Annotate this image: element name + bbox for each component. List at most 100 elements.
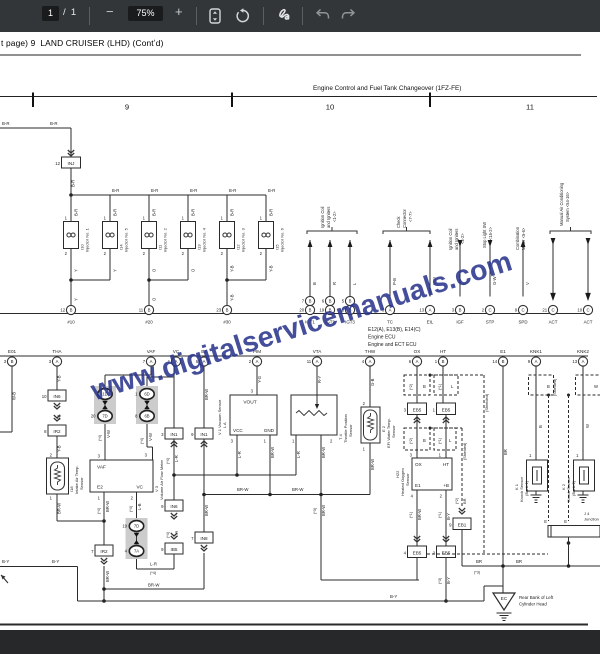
svg-text:STP: STP bbox=[486, 320, 495, 325]
svg-text:21: 21 bbox=[542, 308, 547, 313]
svg-text:R-Y: R-Y bbox=[317, 376, 322, 383]
svg-text:23: 23 bbox=[216, 308, 221, 313]
svg-text:B-R: B-R bbox=[151, 188, 158, 193]
svg-text:1: 1 bbox=[50, 496, 53, 501]
svg-text:Injector No. 5: Injector No. 5 bbox=[124, 227, 129, 252]
svg-text:B: B bbox=[309, 308, 312, 313]
svg-text:Junction: Junction bbox=[584, 517, 599, 522]
svg-text:1: 1 bbox=[182, 216, 185, 221]
svg-text:ACT: ACT bbox=[584, 320, 593, 325]
svg-text:(*1): (*1) bbox=[438, 437, 442, 444]
svg-text:IR2: IR2 bbox=[100, 549, 108, 554]
svg-text:IN1: IN1 bbox=[170, 432, 178, 437]
svg-text:BR-W: BR-W bbox=[321, 447, 326, 458]
svg-text:Manual Air Conditioning: Manual Air Conditioning bbox=[559, 182, 564, 226]
svg-text:IN1: IN1 bbox=[200, 432, 208, 437]
svg-text:Injector No. 1: Injector No. 1 bbox=[85, 227, 90, 252]
svg-text:10: 10 bbox=[326, 103, 334, 112]
svg-text:9: 9 bbox=[528, 359, 531, 364]
svg-text:9: 9 bbox=[515, 308, 518, 313]
svg-text:E2: E2 bbox=[97, 485, 103, 491]
svg-text:(*4): (*4) bbox=[166, 457, 170, 464]
svg-text:3: 3 bbox=[452, 308, 455, 313]
svg-text:A: A bbox=[203, 359, 206, 364]
svg-text:(*2): (*2) bbox=[409, 383, 413, 390]
svg-text:BR-W: BR-W bbox=[204, 505, 209, 516]
svg-text:2: 2 bbox=[182, 251, 185, 256]
svg-text:(Shielded): (Shielded) bbox=[463, 442, 467, 460]
svg-text:(Bank 2): (Bank 2) bbox=[571, 480, 576, 496]
svg-text:6: 6 bbox=[322, 299, 325, 304]
svg-text:L: L bbox=[451, 384, 454, 389]
svg-text:VAF: VAF bbox=[97, 465, 106, 471]
svg-text:1: 1 bbox=[65, 216, 68, 221]
svg-text:BR: BR bbox=[462, 498, 467, 504]
svg-text:A: A bbox=[429, 308, 432, 313]
svg-text:I14: I14 bbox=[119, 244, 124, 250]
svg-text:I15: I15 bbox=[275, 244, 280, 250]
svg-text:1: 1 bbox=[135, 392, 138, 397]
svg-text:OX: OX bbox=[415, 462, 422, 467]
svg-text:Check: Check bbox=[396, 215, 401, 228]
svg-text:C: C bbox=[521, 308, 524, 313]
svg-text:2: 2 bbox=[104, 251, 107, 256]
svg-text:and Igniters: and Igniters bbox=[326, 207, 331, 228]
svg-text:#20: #20 bbox=[145, 320, 153, 325]
svg-text:B-R: B-R bbox=[269, 209, 274, 216]
svg-text:1: 1 bbox=[435, 359, 438, 364]
svg-text:BR: BR bbox=[503, 449, 508, 455]
svg-text:IN8: IN8 bbox=[200, 536, 208, 541]
svg-text:E: E bbox=[564, 519, 567, 524]
svg-text:3: 3 bbox=[49, 359, 52, 364]
svg-text:W-B: W-B bbox=[12, 392, 17, 400]
svg-text:VTA: VTA bbox=[313, 349, 323, 354]
svg-text:Y-B: Y-B bbox=[269, 265, 274, 272]
svg-text:Injector No. 2: Injector No. 2 bbox=[163, 227, 168, 252]
svg-text:(*3): (*3) bbox=[313, 507, 317, 514]
svg-text:1: 1 bbox=[576, 453, 579, 458]
svg-text:B-Y: B-Y bbox=[52, 559, 59, 564]
svg-text:G-B: G-B bbox=[370, 378, 375, 386]
svg-text:Engine Control and Fuel Tank C: Engine Control and Fuel Tank Changeover … bbox=[313, 85, 461, 92]
svg-text:Meter <5-6>: Meter <5-6> bbox=[521, 227, 526, 250]
svg-text:V-W: V-W bbox=[432, 277, 437, 285]
svg-text:3: 3 bbox=[161, 432, 164, 437]
svg-text:A: A bbox=[389, 308, 392, 313]
svg-text:BR-W: BR-W bbox=[370, 459, 375, 470]
svg-text:1: 1 bbox=[143, 216, 146, 221]
svg-text:B-R: B-R bbox=[229, 188, 236, 193]
svg-text:BR-W: BR-W bbox=[270, 447, 275, 458]
svg-text:B-Y: B-Y bbox=[446, 513, 451, 520]
svg-text:BR-W: BR-W bbox=[105, 571, 110, 582]
svg-text:J 4: J 4 bbox=[584, 511, 590, 516]
svg-text:3: 3 bbox=[145, 453, 148, 458]
svg-text:VOUT: VOUT bbox=[243, 400, 256, 406]
svg-text:Injector No. 4: Injector No. 4 bbox=[202, 227, 207, 252]
svg-text:B-R: B-R bbox=[113, 209, 118, 216]
svg-text:BR-W: BR-W bbox=[321, 505, 326, 516]
svg-text:2: 2 bbox=[143, 251, 146, 256]
svg-text:K 2: K 2 bbox=[561, 483, 566, 490]
svg-text:7: 7 bbox=[302, 299, 305, 304]
svg-text:9: 9 bbox=[449, 523, 452, 528]
svg-text:10: 10 bbox=[42, 394, 47, 399]
svg-text:1: 1 bbox=[292, 439, 295, 444]
svg-text:3: 3 bbox=[231, 439, 234, 444]
svg-text:B: B bbox=[309, 299, 312, 304]
svg-text:1: 1 bbox=[98, 496, 101, 501]
svg-text:E2: E2 bbox=[201, 349, 207, 354]
svg-text:A: A bbox=[535, 359, 538, 364]
svg-text:EIL: EIL bbox=[427, 320, 434, 325]
svg-text:INJ: INJ bbox=[68, 161, 75, 166]
svg-text:(*3): (*3) bbox=[438, 577, 442, 584]
svg-text:7D: 7D bbox=[102, 414, 107, 419]
svg-text:(*1): (*1) bbox=[409, 511, 413, 518]
svg-text:<15-2>: <15-2> bbox=[488, 226, 493, 240]
svg-text:L: L bbox=[449, 438, 452, 443]
svg-text:I13: I13 bbox=[197, 244, 202, 250]
svg-text:R: R bbox=[332, 282, 337, 285]
svg-text:E12(A), E13(B), E14(C): E12(A), E13(B), E14(C) bbox=[368, 327, 421, 333]
svg-text:VCC: VCC bbox=[233, 428, 243, 433]
svg-text:13: 13 bbox=[572, 359, 577, 364]
svg-text:(*4): (*4) bbox=[140, 437, 144, 444]
